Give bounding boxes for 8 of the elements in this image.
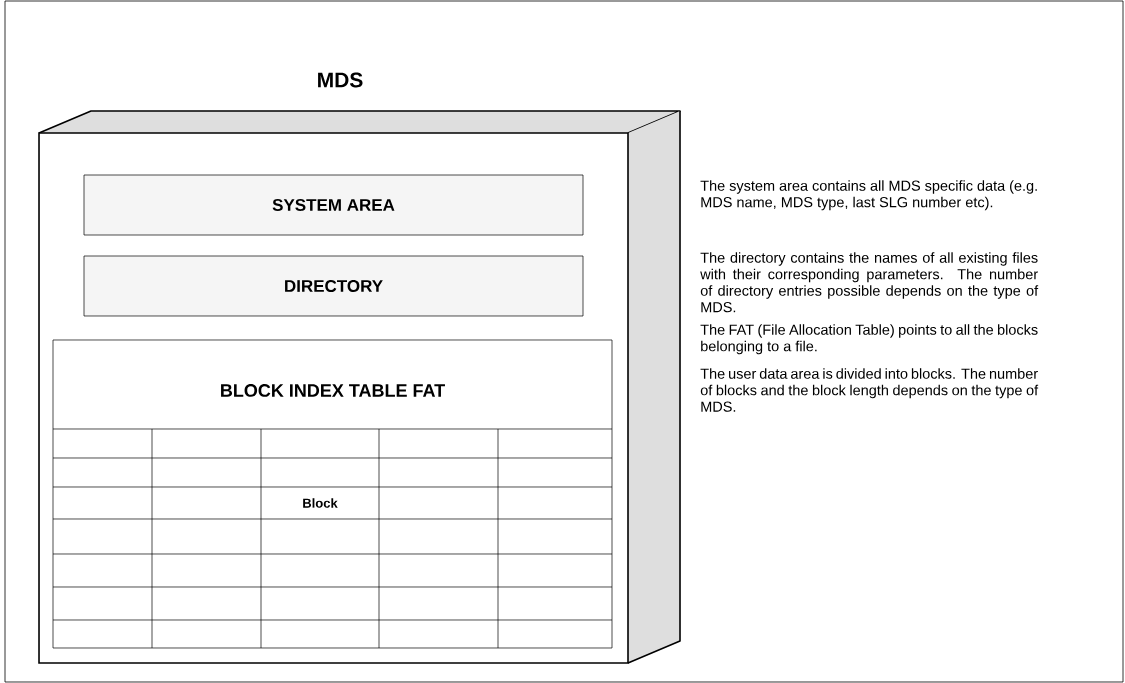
description-text: The FAT (File Allocation Table) points to all the blocks belonging to a file.: [700, 324, 1038, 355]
node-label: MDS: [318, 72, 363, 88]
description-text: The user data area is divided into blocks. The number of blocks and the block length depends on the type of MDS.: [700, 368, 1039, 412]
cell-label: Block: [303, 498, 338, 508]
area-box: DIRECTORY: [83, 255, 584, 317]
description-text: The system area contains all MDS specific data (e.g. MDS name, MDS type, last SLG number etc).: [700, 180, 1037, 211]
area-box: SYSTEM AREA: [83, 174, 584, 236]
description-text: The directory contains the names of all existing files with their corresponding parameters. The number of directory entries possible depends on the type of MDS.: [700, 252, 1039, 313]
